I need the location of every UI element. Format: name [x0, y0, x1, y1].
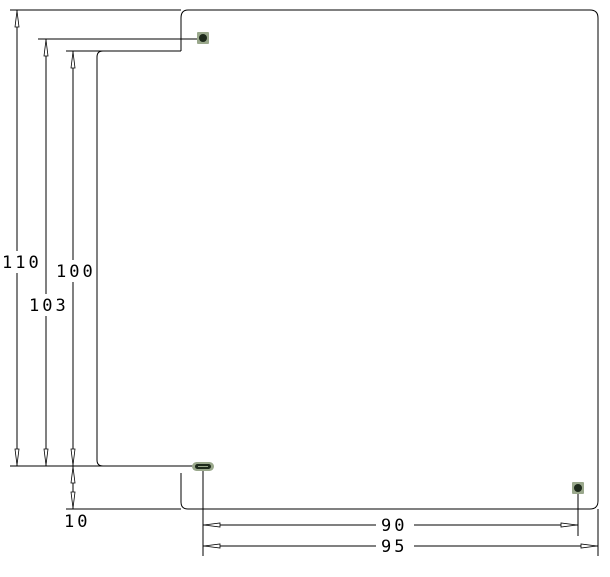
arrow-10-top	[70, 466, 76, 484]
arrow-95-left	[203, 543, 221, 549]
arrow-110-top	[14, 10, 20, 28]
dimension-label-103: 103	[29, 296, 69, 316]
hole-bottom-right	[572, 482, 584, 494]
arrow-103-top	[43, 39, 49, 57]
dimension-label-90: 90	[381, 516, 407, 536]
arrow-100-top	[70, 51, 76, 69]
dimension-label-100: 100	[56, 262, 96, 282]
arrow-100-bottom	[70, 448, 76, 466]
arrowheads	[14, 10, 598, 549]
dimension-label-10: 10	[64, 512, 90, 532]
arrow-90-right	[560, 522, 578, 528]
extension-lines	[10, 9, 599, 556]
arrow-95-right	[580, 543, 598, 549]
dimension-label-110: 110	[2, 253, 42, 273]
arrow-103-bottom	[43, 448, 49, 466]
dimension-label-95: 95	[381, 537, 407, 557]
arrow-110-bottom	[14, 448, 20, 466]
part-outline	[96, 9, 599, 510]
slot-bottom-left	[192, 462, 214, 471]
arrow-10-bottom	[70, 491, 76, 509]
holes	[192, 32, 584, 494]
hole-top-left	[197, 32, 209, 44]
arrow-90-left	[203, 522, 221, 528]
